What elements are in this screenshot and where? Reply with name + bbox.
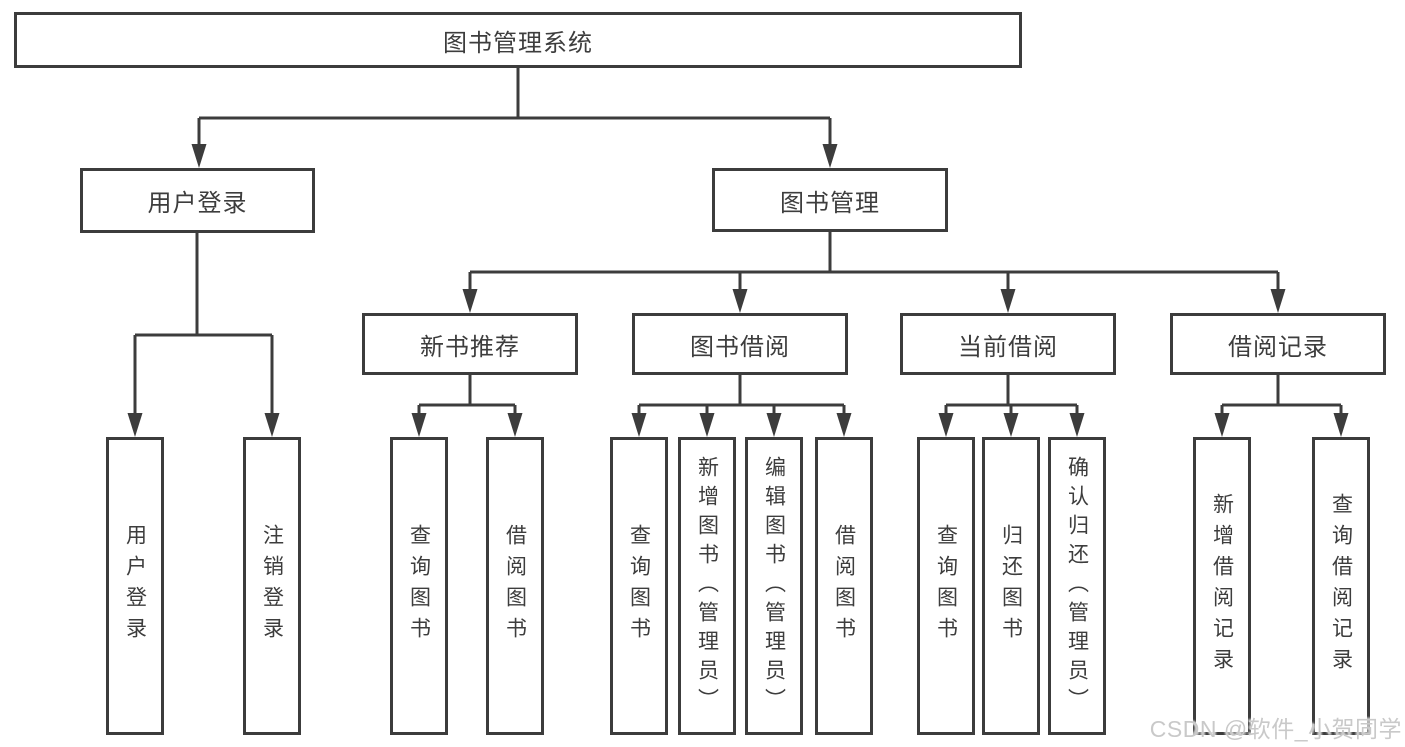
leaf-add-borrow-record: 新增借阅记录: [1193, 437, 1251, 735]
leaf-confirm-return-admin: 确认归还（管理员）: [1048, 437, 1106, 735]
leaf-borrow-books-borrow: 借阅图书: [815, 437, 873, 735]
leaf-label: 新增图书（管理员）: [695, 455, 719, 717]
arrowhead: [699, 413, 715, 437]
leaf-edit-book-admin: 编辑图书（管理员）: [745, 437, 803, 735]
leaf-label: 借阅图书: [503, 524, 527, 648]
node-library-management-system: 图书管理系统: [14, 12, 1022, 68]
leaf-user-login: 用户登录: [106, 437, 164, 735]
leaf-add-book-admin: 新增图书（管理员）: [678, 437, 736, 735]
connector-new-book-to-leaves: [417, 375, 517, 431]
leaf-label: 新增借阅记录: [1210, 493, 1234, 679]
node-book-borrowing: 图书借阅: [632, 313, 848, 375]
leaf-return-books: 归还图书: [982, 437, 1040, 735]
node-label: 新书推荐: [420, 333, 520, 361]
leaf-label: 确认归还（管理员）: [1065, 455, 1089, 717]
leaf-query-borrow-record: 查询借阅记录: [1312, 437, 1370, 735]
leaf-label: 注销登录: [260, 524, 284, 648]
arrowhead: [1270, 289, 1286, 313]
leaf-logout: 注销登录: [243, 437, 301, 735]
connector-current-borrow-to-leaves: [944, 375, 1079, 431]
connector-borrow-records-to-leaves: [1220, 375, 1343, 431]
connector-book-mgmt-to-level3: [468, 232, 1280, 307]
node-label: 用户登录: [147, 190, 248, 217]
arrowhead: [1000, 289, 1016, 313]
leaf-label: 查询图书: [934, 524, 958, 648]
node-label: 当前借阅: [958, 333, 1058, 361]
leaf-query-books-current: 查询图书: [917, 437, 975, 735]
node-borrowing-records: 借阅记录: [1170, 313, 1386, 375]
node-label: 图书借阅: [690, 333, 790, 361]
arrowhead: [191, 144, 207, 168]
connector-user-login-to-leaves: [133, 233, 274, 431]
arrowhead: [1214, 413, 1230, 437]
leaf-query-books-borrow: 查询图书: [610, 437, 668, 735]
arrowhead: [1069, 413, 1085, 437]
node-label: 图书管理: [780, 189, 880, 217]
arrowhead: [836, 413, 852, 437]
node-label: 借阅记录: [1228, 333, 1328, 361]
arrowhead: [732, 289, 748, 313]
arrowhead: [631, 413, 647, 437]
connector-root-to-level2: [197, 68, 832, 162]
leaf-query-books-new: 查询图书: [390, 437, 448, 735]
connector-book-borrow-to-leaves: [637, 375, 846, 431]
arrowhead: [766, 413, 782, 437]
leaf-borrow-books-new: 借阅图书: [486, 437, 544, 735]
leaf-label: 查询图书: [407, 524, 431, 648]
node-user-login: 用户登录: [80, 168, 315, 233]
arrowhead: [462, 289, 478, 313]
node-book-management: 图书管理: [712, 168, 948, 232]
node-new-book-recommendation: 新书推荐: [362, 313, 578, 375]
arrowhead: [411, 413, 427, 437]
leaf-label: 借阅图书: [832, 524, 856, 648]
arrowhead: [938, 413, 954, 437]
arrowhead: [1003, 413, 1019, 437]
arrowhead: [822, 144, 838, 168]
arrowhead: [507, 413, 523, 437]
leaf-label: 查询借阅记录: [1329, 493, 1353, 679]
arrowhead: [1333, 413, 1349, 437]
leaf-label: 用户登录: [123, 524, 147, 648]
node-label: 图书管理系统: [443, 29, 593, 57]
leaf-label: 归还图书: [999, 524, 1023, 648]
arrowhead: [127, 413, 143, 437]
node-current-borrowing: 当前借阅: [900, 313, 1116, 375]
leaf-label: 编辑图书（管理员）: [762, 455, 786, 717]
leaf-label: 查询图书: [627, 524, 651, 648]
arrowhead: [264, 413, 280, 437]
